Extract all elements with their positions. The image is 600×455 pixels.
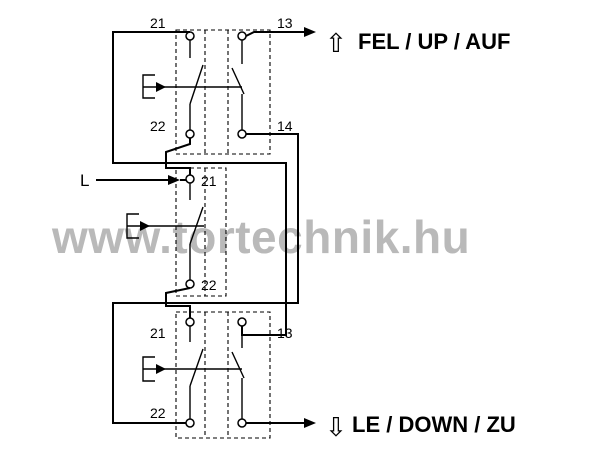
bottom-terminal-14 (237, 418, 247, 428)
middle-label-22: 22 (201, 277, 217, 293)
wiring (96, 27, 316, 428)
top-terminal-13 (237, 31, 247, 41)
bottom-terminal-22 (185, 418, 195, 428)
up-arrow-icon: ⇧ (325, 28, 347, 58)
top-terminal-21 (185, 31, 195, 41)
middle-terminal-22 (185, 279, 195, 289)
top-label-22: 22 (150, 118, 166, 134)
middle-label-21: 21 (201, 173, 217, 189)
bottom-terminal-21 (185, 317, 195, 327)
bottom-terminal-13 (237, 317, 247, 327)
bottom-switch-housing (175, 311, 271, 439)
bottom-label-13: 13 (277, 325, 293, 341)
top-label-14: 14 (277, 118, 293, 134)
down-arrow-icon: ⇩ (325, 412, 347, 442)
bottom-label-21: 21 (150, 325, 166, 341)
top-terminal-22 (185, 129, 195, 139)
top-terminal-14 (237, 129, 247, 139)
bottom-limit-switch: 21 22 13 (142, 311, 293, 439)
input-label-l: L (80, 171, 89, 190)
direction-down-label: LE / DOWN / ZU (352, 412, 516, 437)
top-switch-housing (175, 29, 271, 155)
bottom-label-22: 22 (150, 405, 166, 421)
top-limit-switch: 21 22 13 14 (142, 15, 293, 155)
top-label-21: 21 (150, 15, 166, 31)
middle-terminal-21 (185, 174, 195, 184)
middle-switch-housing (175, 167, 227, 297)
watermark-text: www.tortechnik.hu (51, 211, 470, 263)
top-label-13: 13 (277, 15, 293, 31)
direction-up-label: FEL / UP / AUF (358, 29, 510, 54)
